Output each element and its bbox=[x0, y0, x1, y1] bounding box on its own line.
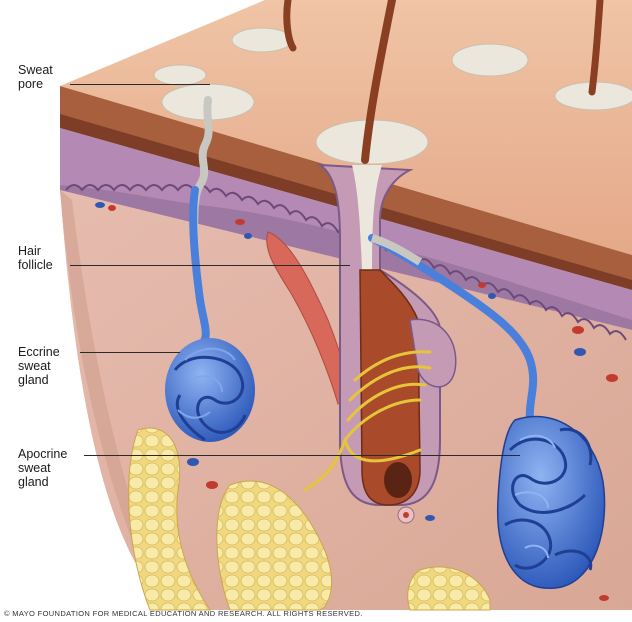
label-hair-follicle: Hair follicle bbox=[18, 244, 53, 272]
eccrine-sweat-gland bbox=[165, 96, 255, 442]
leader-hair-follicle bbox=[70, 265, 350, 266]
leader-sweat-pore bbox=[70, 84, 210, 85]
hair-shafts bbox=[283, 0, 604, 164]
label-apocrine-gland: Apocrine sweat gland bbox=[18, 447, 68, 489]
blood-vessels bbox=[95, 202, 618, 601]
hair-follicle-structure bbox=[316, 163, 457, 524]
label-sweat-pore: Sweat pore bbox=[18, 63, 53, 91]
leader-eccrine-gland bbox=[80, 352, 180, 353]
copyright-credit: © MAYO FOUNDATION FOR MEDICAL EDUCATION … bbox=[4, 609, 363, 618]
fat-tissue bbox=[128, 427, 491, 611]
leader-apocrine-gland bbox=[84, 455, 520, 456]
apocrine-sweat-gland bbox=[368, 234, 606, 589]
label-eccrine-gland: Eccrine sweat gland bbox=[18, 345, 60, 387]
